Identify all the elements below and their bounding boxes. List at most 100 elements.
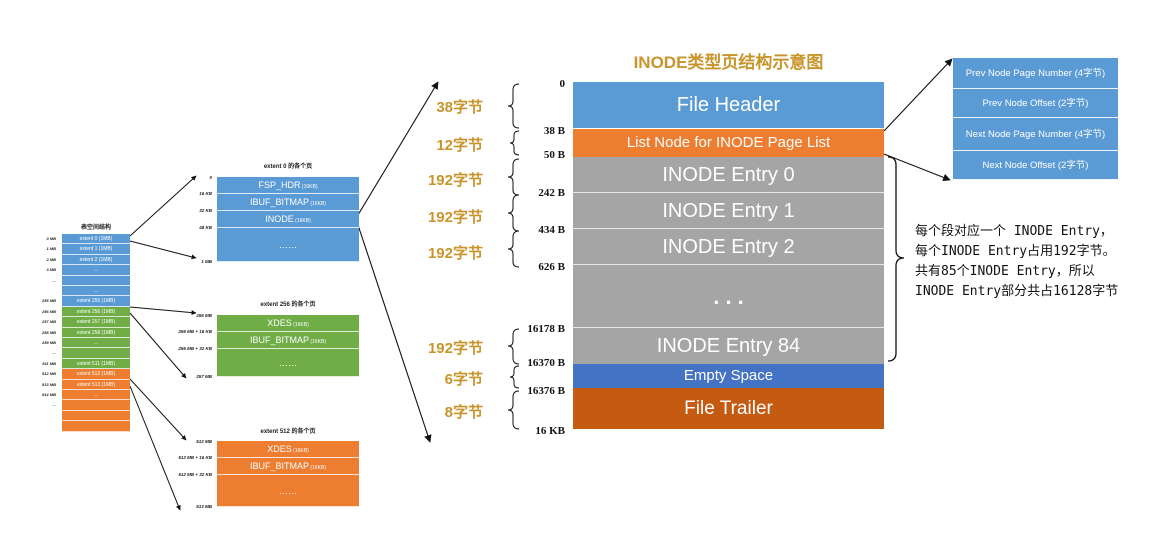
list-node-row: List Node for INODE Page List (573, 129, 884, 157)
extent-page-row: IBUF_BITMAP (16KB) (217, 332, 359, 349)
extent-offset-label: 512 MB (196, 439, 212, 444)
tablespace-row-label: … (93, 288, 99, 294)
diagram-title: INODE类型页结构示意图 (633, 53, 824, 72)
size-label: 192字节 (427, 209, 483, 226)
arrow-inode-top (357, 81, 439, 216)
tablespace-row: extent 512 (1MB) (62, 369, 130, 380)
tablespace-offset-label: 257 MB (41, 319, 56, 325)
tablespace-row: extent 0 (1MB) (62, 234, 130, 245)
extent-offset-label: 256 MB + 32 KB (178, 346, 212, 351)
note-line: 共有85个INODE Entry，所以 (915, 264, 1095, 279)
tablespace-offset-label: 0 MB (46, 236, 56, 241)
tablespace-offset-label: 256 MB (41, 308, 56, 314)
inode-entries-ellipsis-row: . . . (573, 265, 884, 328)
byte-offset-label: 434 B (538, 224, 565, 236)
extent-page-size: (16KB) (291, 322, 309, 328)
note-line: INODE Entry部分共占16128字节 (915, 284, 1119, 299)
byte-offset-label: 16370 B (527, 357, 565, 369)
extent-page-size: (16KB) (300, 184, 318, 190)
tablespace-row: extent 511 (1MB) (62, 358, 130, 370)
tablespace-row-label: extent 1 (1MB) (79, 246, 113, 253)
extent-offset-label: … (207, 259, 213, 264)
tablespace-offset-label: 255 MB (41, 298, 56, 304)
extent-offset-label: 256 MB (196, 313, 212, 318)
tablespace-offset-label: 514 MB (41, 392, 56, 397)
tablespace-offset-label: 512 MB (41, 371, 56, 377)
extent-page-label: …… (279, 486, 297, 496)
extent-page-row: XDES (16KB) (217, 315, 359, 332)
extent-page-size: (16KB) (291, 448, 309, 454)
tablespace-offset-label: … (52, 350, 56, 356)
extent-page-label: FSP_HDR (258, 180, 301, 190)
tablespace-row: … (62, 265, 130, 276)
tablespace-row: … (62, 286, 130, 297)
arrow-inode-bottom (357, 224, 432, 443)
note-line: 每个INODE Entry占用192字节。 (915, 244, 1116, 259)
size-label: 38字节 (436, 99, 483, 116)
tablespace-row: extent 256 (1MB) (62, 306, 130, 318)
tablespace-offset-label: 2 MB (46, 256, 56, 262)
extent-page-row: …… (217, 475, 359, 507)
extent-offset-label: 512 MB + 16 KB (178, 455, 212, 460)
extent-pages-title: extent 0 的各个页 (263, 164, 313, 170)
extent-page-row: IBUF_BITMAP (16KB) (217, 458, 359, 475)
arrow-extent256-top (129, 306, 197, 316)
arrow-listnode-bottom (883, 153, 951, 182)
byte-offset-label: 242 B (538, 187, 565, 199)
extent-offset-label: 16 KB (199, 191, 212, 196)
extent-pages-title: extent 256 的各个页 (260, 302, 316, 308)
extent-offset-label: 513 MB (196, 504, 212, 509)
tablespace-offset-label: 1 MB (46, 246, 56, 252)
extent-page-size: (16KB) (309, 201, 326, 207)
extent-page-label: XDES (267, 318, 292, 328)
inode-entry-2-row: INODE Entry 2 (573, 229, 884, 265)
file-trailer-row: File Trailer (573, 388, 884, 429)
extent-offset-label: 257 MB (196, 374, 212, 379)
inode-entry-84-row: INODE Entry 84 (573, 328, 884, 364)
extent-page-label: XDES (267, 444, 292, 454)
tablespace-row-label: extent 0 (1MB) (79, 236, 113, 242)
extent-page-size: (16KB) (293, 218, 311, 224)
tablespace-row-label: extent 2 (1MB) (79, 256, 113, 263)
extent-offset-label: … (207, 504, 213, 509)
extent-page-row: IBUF_BITMAP (16KB) (217, 194, 359, 211)
extent-page-label: …… (279, 240, 297, 250)
tablespace-row-label: … (93, 340, 99, 346)
byte-offset-label: 0 (559, 78, 566, 90)
extent-page-row: FSP_HDR (16KB) (217, 177, 359, 194)
extent-offset-label: 512 MB + 32 KB (178, 472, 212, 477)
list-node-field: Next Node Page Number (4字节) (953, 118, 1118, 151)
size-label: 192字节 (427, 245, 483, 262)
extent-page-label: IBUF_BITMAP (250, 461, 310, 471)
extent-page-label: IBUF_BITMAP (250, 335, 310, 345)
tablespace-row-label: extent 256 (1MB) (76, 308, 116, 315)
tablespace-offset-label: 3 MB (46, 267, 56, 273)
extent-page-row: …… (217, 349, 359, 377)
arrow-listnode-top (883, 58, 953, 132)
byte-offset-label: 38 B (543, 125, 565, 137)
extent-offset-label: 0 (209, 175, 212, 180)
extent-page-label: …… (279, 358, 297, 368)
extent-page-row: …… (217, 228, 359, 262)
list-node-field: Prev Node Page Number (4字节) (953, 58, 1118, 89)
extent-page-row: XDES (16KB) (217, 441, 359, 458)
list-node-field: Prev Node Offset (2字节) (953, 89, 1118, 118)
arrow-extent512-top (129, 378, 187, 441)
file-header-row: File Header (573, 82, 884, 128)
tablespace-row: extent 258 (1MB) (62, 327, 130, 338)
tablespace-offset-label: 259 MB (41, 340, 56, 345)
tablespace-offset-label: 513 MB (41, 381, 56, 387)
tablespace-row: extent 1 (1MB) (62, 244, 130, 255)
extent-offset-label: 48 KB (199, 225, 212, 230)
extent-offset-label: 1 MB (201, 259, 212, 264)
extent-offset-label: 32 KB (199, 208, 212, 213)
extent-page-size: (16KB) (309, 339, 326, 345)
size-label: 6字节 (444, 371, 483, 388)
inode-entry-1-row: INODE Entry 1 (573, 193, 884, 229)
tablespace-row-label: … (93, 392, 99, 398)
arrow-extent0-top (129, 175, 197, 237)
tablespace-row-label: extent 511 (1MB) (77, 360, 115, 367)
byte-offset-label: 50 B (543, 149, 565, 161)
byte-offset-label: 16376 B (527, 385, 565, 397)
